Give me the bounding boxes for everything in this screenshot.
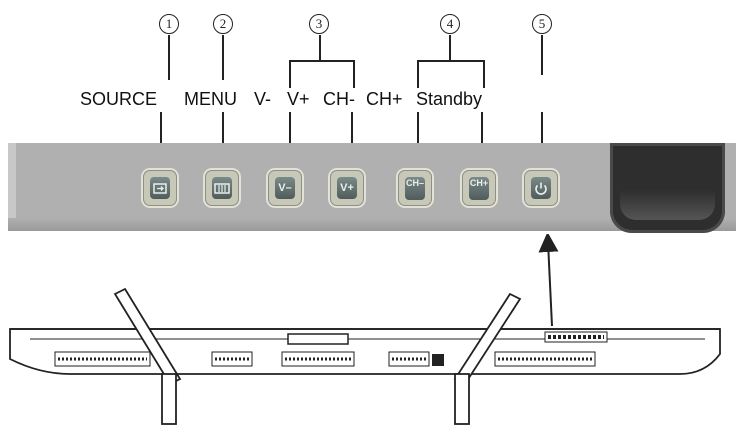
channel-up-label: CH+ [469,177,489,200]
stand-left [113,287,182,386]
menu-icon [212,177,232,199]
arrow-to-standby [538,234,559,327]
source-button[interactable] [143,170,177,206]
channel-down-button[interactable]: CH– [398,170,432,206]
label-standby: Standby [416,89,483,109]
callout-3: 3 [309,14,329,34]
leader-2-bottom [222,112,224,167]
panel-recess-highlight [620,190,715,220]
label-menu: MENU [184,89,237,109]
callout-4: 4 [440,14,460,34]
leader-vol-up [351,112,353,167]
label-ch-up: CH+ [366,89,403,109]
panel-shadow [8,218,736,231]
leader-ch-up [481,112,483,167]
source-icon [150,177,170,199]
leader-5-bottom [541,112,543,162]
channel-up-button[interactable]: CH+ [462,170,496,206]
bracket-3 [289,60,355,88]
callout-2: 2 [213,14,233,34]
volume-down-button[interactable]: V– [268,170,302,206]
callout-1: 1 [159,14,179,34]
standby-button[interactable] [524,170,558,206]
tv-bottom-view [9,234,721,425]
leader-1-top [168,35,170,80]
center-connector [287,333,349,345]
label-ch-down: CH- [323,89,355,109]
leader-vol-down [289,112,291,167]
stand-left-foot [161,373,177,425]
leader-1-bottom [160,112,162,167]
panel-edge [8,143,16,231]
leader-2-top [222,35,224,80]
leader-5-top [541,35,543,75]
power-icon [531,177,551,199]
menu-button[interactable] [205,170,239,206]
callout-5: 5 [532,14,552,34]
label-vol-up: V+ [287,89,310,109]
leader-3-stem [319,35,321,60]
channel-down-label: CH– [405,177,425,200]
label-vol-down: V- [254,89,272,109]
vent-right [494,351,596,367]
volume-up-label: V+ [337,177,357,199]
volume-down-label: V– [275,177,295,199]
bracket-4 [417,60,485,88]
stand-right-foot [454,373,470,425]
volume-up-button[interactable]: V+ [330,170,364,206]
leader-ch-down [417,112,419,167]
small-port [432,354,444,366]
leader-4-stem [449,35,451,60]
label-source: SOURCE [80,89,158,109]
